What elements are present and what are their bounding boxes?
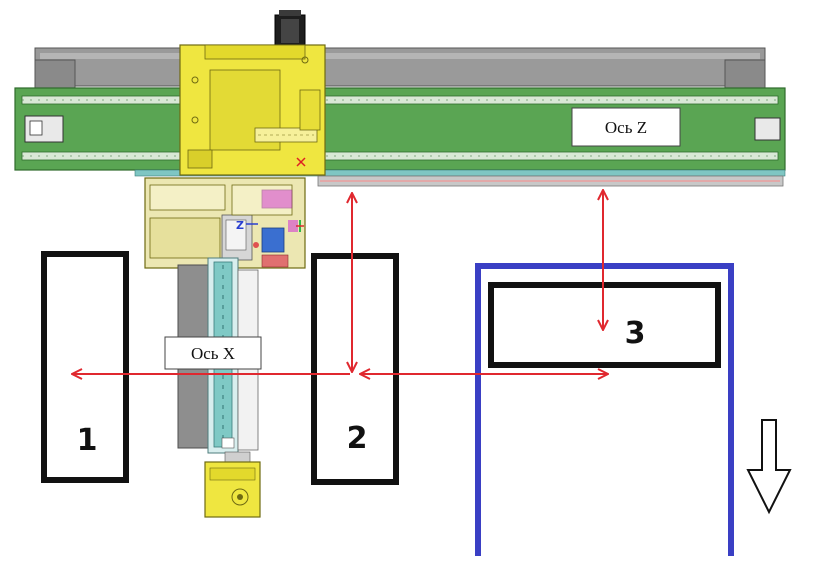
position-label-1: 1 (77, 423, 98, 458)
motor-icon (274, 10, 306, 48)
axis-x-label: Ось X (191, 344, 235, 363)
position-label-3: 3 (625, 316, 646, 351)
position-box-3: 3 (488, 282, 721, 368)
position-box-2: 2 (311, 253, 399, 485)
arrow-down-outline-icon (746, 419, 792, 515)
axis-x-label-box: Ось X (164, 336, 262, 370)
yellow-foot-block (204, 461, 261, 518)
blue-conveyor-frame (475, 263, 734, 556)
position-box-1: 1 (41, 251, 129, 483)
yellow-carriage (179, 44, 326, 176)
right-rail-bracket (724, 59, 766, 89)
axis-z-label-box: Ось Z (571, 107, 681, 147)
left-rail-bracket (34, 59, 76, 89)
gripper-block (144, 177, 306, 269)
cad-axis-triad: Z (236, 219, 304, 232)
cad-blue-part (261, 227, 285, 253)
svg-text:Z: Z (236, 219, 244, 232)
axis-z-label: Ось Z (605, 118, 647, 137)
gantry-machine: Z (14, 10, 786, 518)
position-label-2: 2 (347, 421, 368, 456)
cad-magenta-part (261, 189, 293, 209)
motion-arrows (72, 190, 608, 374)
right-end-cap (754, 117, 781, 141)
